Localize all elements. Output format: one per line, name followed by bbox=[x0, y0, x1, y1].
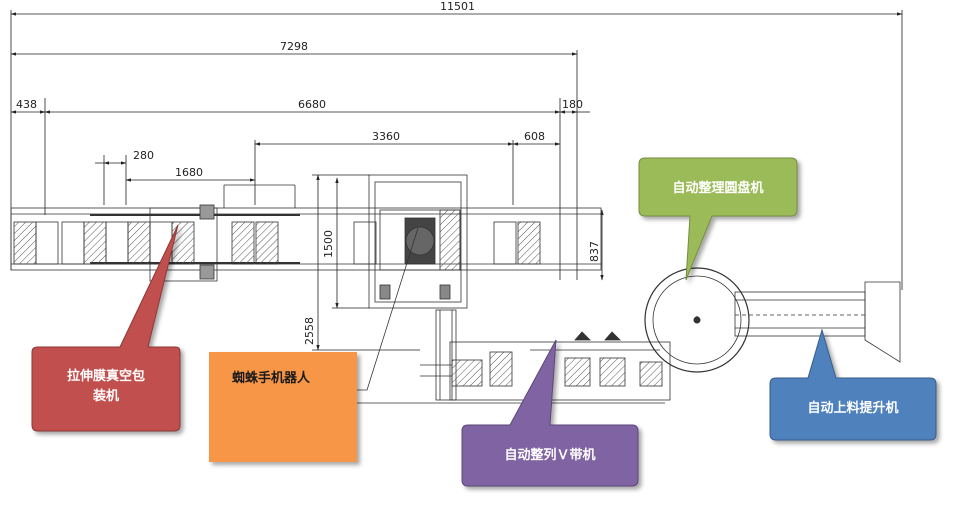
label-elevator: 自动上料提升机 bbox=[807, 400, 898, 416]
label-stretch-wrapper-line2: 装机 bbox=[92, 388, 119, 404]
feed-conveyor bbox=[435, 309, 457, 401]
rotary-table bbox=[644, 267, 750, 373]
callout-rotary-table bbox=[638, 157, 798, 281]
dim-wrapper-length: 1680 bbox=[175, 166, 203, 179]
dim-left-offset: 438 bbox=[16, 98, 37, 111]
v-belt-unit bbox=[420, 331, 671, 401]
label-v-belt: 自动整列Ｖ带机 bbox=[504, 447, 595, 463]
callout-elevator bbox=[769, 328, 937, 441]
dim-main-span: 6680 bbox=[298, 98, 326, 111]
dim-pitch: 280 bbox=[133, 149, 154, 162]
dimension-lines bbox=[10, 10, 903, 351]
callout-v-belt bbox=[461, 339, 639, 487]
callout-spider-robot bbox=[209, 227, 419, 462]
machine-drawing bbox=[10, 184, 602, 282]
robot-frame bbox=[368, 174, 468, 309]
dim-robot-span: 3360 bbox=[372, 130, 400, 143]
dim-vertical-total: 2558 bbox=[303, 317, 316, 345]
dim-overall: 11501 bbox=[440, 0, 475, 13]
elevator-unit bbox=[734, 281, 901, 363]
dim-robot-height: 1500 bbox=[322, 230, 335, 258]
label-stretch-wrapper-line1: 拉伸膜真空包 bbox=[67, 368, 145, 384]
label-rotary-table: 自动整理圆盘机 bbox=[672, 180, 763, 196]
dim-line-length: 7298 bbox=[280, 40, 308, 53]
dim-infeed-height: 837 bbox=[588, 241, 601, 262]
dim-outfeed-gap: 608 bbox=[524, 130, 545, 143]
dim-right-gap: 180 bbox=[562, 98, 583, 111]
conveyor-trays bbox=[13, 221, 541, 265]
label-spider-robot: 蜘蛛手机器人 bbox=[232, 370, 311, 386]
callout-stretch-wrapper bbox=[31, 224, 181, 432]
